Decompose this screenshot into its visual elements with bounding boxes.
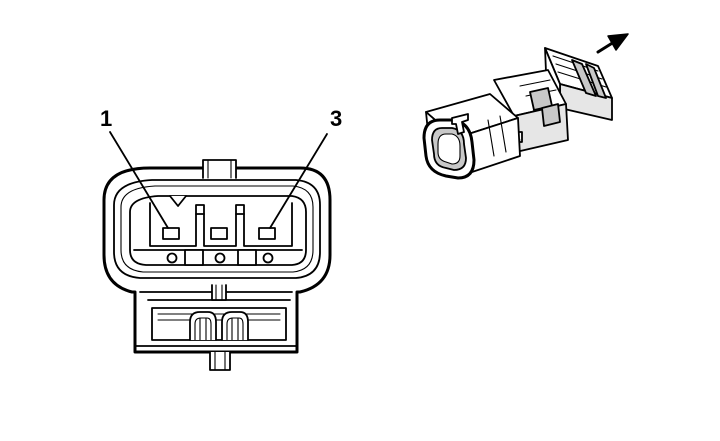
- pin-3-leader-line: [269, 133, 328, 229]
- pin-1-leader-line: [109, 131, 169, 229]
- pin-2-terminal: [210, 227, 228, 240]
- connector-face-view: [102, 159, 332, 371]
- pin-3-terminal: [258, 227, 276, 240]
- pin-3-label: 3: [330, 106, 342, 131]
- pin-1-callout: 1: [100, 106, 169, 229]
- pin-1-label: 1: [100, 106, 112, 131]
- release-direction-arrow-icon: [596, 33, 629, 54]
- pin-1-terminal: [162, 227, 180, 240]
- pin-3-callout: 3: [269, 106, 342, 229]
- connector-isometric-view: [422, 47, 613, 180]
